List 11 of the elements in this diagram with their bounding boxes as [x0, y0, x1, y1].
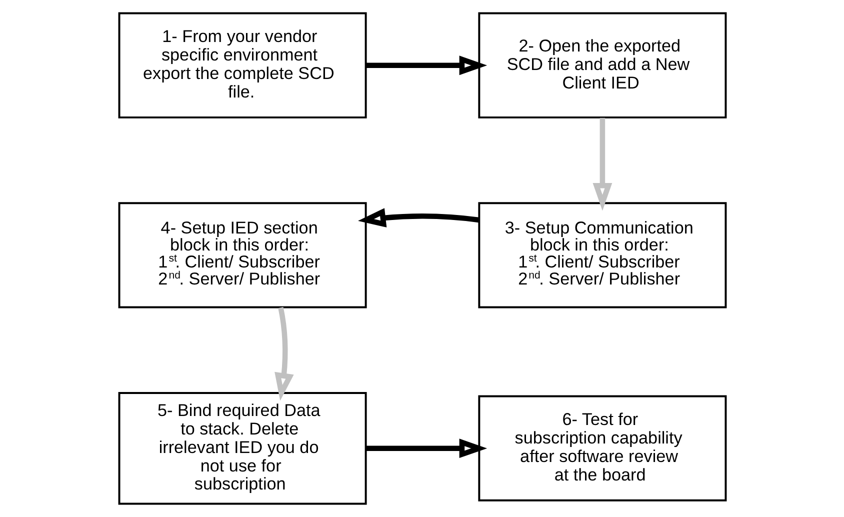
node-box: 1- From your vendor specific environment export the complete SCD file.	[118, 12, 366, 118]
arrow	[592, 118, 612, 211]
node-box: 6- Test for subscription capability after software review at the board	[478, 395, 726, 502]
arrow	[357, 208, 479, 228]
arrow	[365, 56, 487, 76]
node-box: 3- Setup Communication block in this order: 1$^{st}$. Client/ Subscriber 2$^{nd}$. Server/ Publisher	[478, 202, 726, 308]
node-box: 5- Bind required Data to stack. Delete irrelevant IED you do not use for subscription	[118, 392, 366, 505]
node-box: 4- Setup IED section block in this order: 1$^{st}$. Client/ Subscriber 2$^{nd}$. Server/ Publisher	[118, 202, 366, 308]
node-box: 2- Open the exported SCD file and add a New Client IED	[478, 12, 726, 118]
arrow	[274, 307, 294, 401]
arrow	[365, 438, 487, 458]
